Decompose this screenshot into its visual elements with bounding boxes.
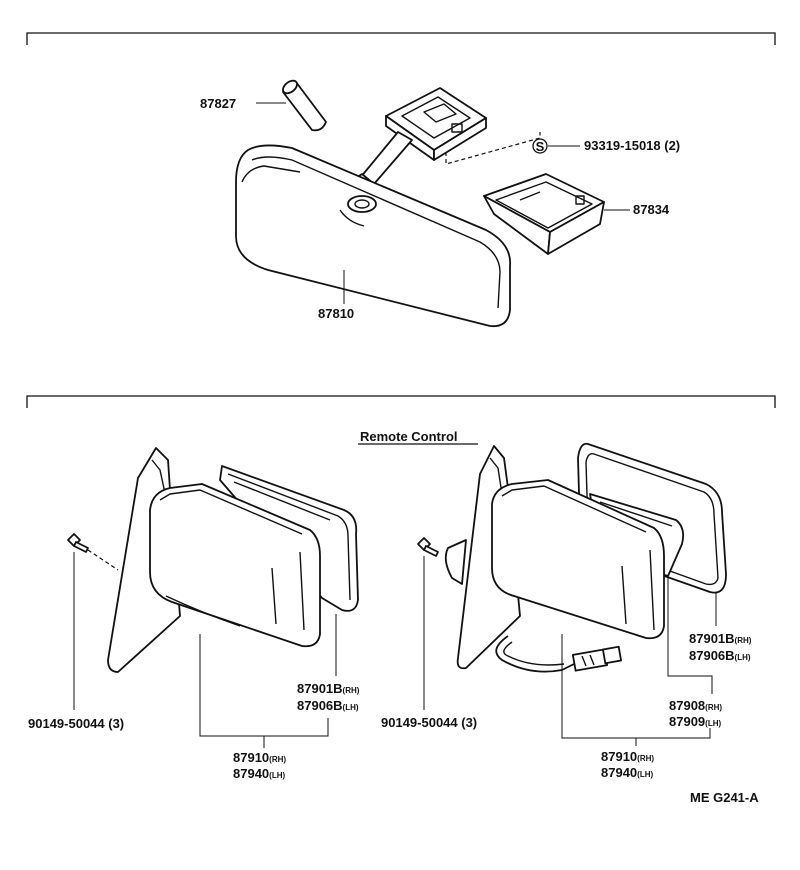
top-section-frame <box>26 32 776 45</box>
bottom-section-frame <box>26 395 776 408</box>
right-label-mirror-a: 87910(RH) <box>601 749 654 764</box>
left-label-mirror-a-num: 87910 <box>233 750 269 765</box>
right-label-mirror-b-side: (LH) <box>637 770 653 779</box>
right-label-glass-a: 87901B(RH) <box>689 631 752 646</box>
cover-cap-part <box>282 79 327 132</box>
right-screw-part <box>417 537 439 557</box>
label-87827: 87827 <box>200 96 236 111</box>
right-label-motor-b-num: 87909 <box>669 714 705 729</box>
right-label-glass-a-side: (RH) <box>735 636 752 645</box>
left-label-mirror-a-side: (RH) <box>269 755 286 764</box>
right-label-glass-b: 87906B(LH) <box>689 648 751 663</box>
mirror-stay-bracket <box>354 87 487 191</box>
wire-harness-connector <box>495 635 622 673</box>
left-label-mirror-b-num: 87940 <box>233 766 269 781</box>
left-label-glass-a: 87901B(RH) <box>297 681 360 696</box>
left-label-glass-b-num: 87906B <box>297 698 343 713</box>
right-label-motor-a: 87908(RH) <box>669 698 722 713</box>
left-label-glass-a-num: 87901B <box>297 681 343 696</box>
right-label-mirror-a-side: (RH) <box>637 754 654 763</box>
right-label-glass-a-num: 87901B <box>689 631 735 646</box>
right-label-mirror-b-num: 87940 <box>601 765 637 780</box>
screw-symbol-letter: S <box>536 139 545 154</box>
right-label-mirror-a-num: 87910 <box>601 749 637 764</box>
drawing-code: ME G241-A <box>690 790 759 805</box>
right-label-screw: 90149-50044 (3) <box>381 715 477 730</box>
right-label-mirror-b: 87940(LH) <box>601 765 653 780</box>
left-label-glass-b-side: (LH) <box>343 703 359 712</box>
right-leader-motor <box>667 578 713 694</box>
label-93319: 93319-15018 (2) <box>584 138 680 153</box>
left-label-glass-b: 87906B(LH) <box>297 698 359 713</box>
left-label-glass-a-side: (RH) <box>343 686 360 695</box>
left-label-mirror-a: 87910(RH) <box>233 750 286 765</box>
left-label-mirror-b-side: (LH) <box>269 771 285 780</box>
right-label-motor-b-side: (LH) <box>705 719 721 728</box>
left-screw-part <box>67 533 119 571</box>
right-label-glass-b-num: 87906B <box>689 648 735 663</box>
screw-symbol-icon: S <box>532 138 548 154</box>
right-label-motor-a-num: 87908 <box>669 698 705 713</box>
right-label-glass-b-side: (LH) <box>735 653 751 662</box>
left-label-screw: 90149-50044 (3) <box>28 716 124 731</box>
left-label-mirror-b: 87940(LH) <box>233 766 285 781</box>
bracket-cover-part <box>483 173 605 255</box>
mounting-dash-line <box>445 132 541 165</box>
section-title-remote-control: Remote Control <box>360 429 458 444</box>
left-mirror-housing <box>149 483 321 648</box>
right-label-motor-a-side: (RH) <box>705 703 722 712</box>
right-label-motor-b: 87909(LH) <box>669 714 721 729</box>
rear-view-mirror-body <box>235 144 511 328</box>
label-87834: 87834 <box>633 202 670 217</box>
right-mirror-housing <box>491 479 665 640</box>
label-87810: 87810 <box>318 306 354 321</box>
